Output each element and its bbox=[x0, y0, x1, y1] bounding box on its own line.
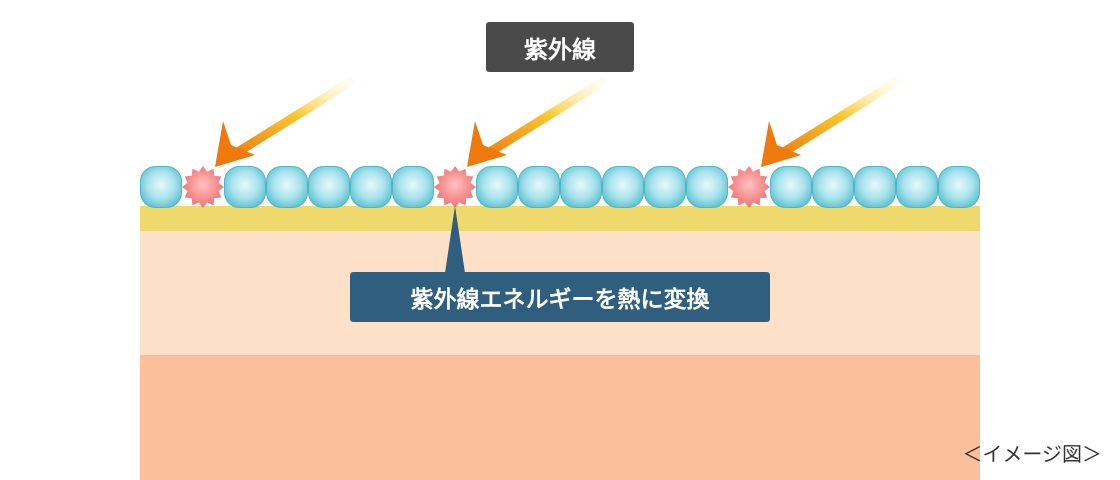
damaged-cell bbox=[182, 166, 224, 208]
skin-cell bbox=[266, 166, 308, 208]
skin-cell bbox=[938, 166, 980, 208]
skin-cell bbox=[686, 166, 728, 208]
skin-cell bbox=[350, 166, 392, 208]
skin-cell bbox=[140, 166, 182, 208]
uv-arrow bbox=[761, 77, 901, 167]
conversion-label: 紫外線エネルギーを熱に変換 bbox=[350, 272, 770, 322]
skin-cell bbox=[308, 166, 350, 208]
skin-dermis-layer bbox=[140, 355, 980, 480]
callout-pointer bbox=[445, 206, 465, 273]
skin-cell bbox=[602, 166, 644, 208]
skin-cell bbox=[476, 166, 518, 208]
uv-arrow bbox=[215, 77, 355, 167]
skin-cell bbox=[392, 166, 434, 208]
skin-cell bbox=[770, 166, 812, 208]
skin-surface-layer bbox=[140, 206, 980, 231]
skin-cell bbox=[644, 166, 686, 208]
skin-cell bbox=[560, 166, 602, 208]
skin-cell bbox=[812, 166, 854, 208]
damaged-cell bbox=[728, 166, 770, 208]
skin-cell bbox=[896, 166, 938, 208]
uv-arrow bbox=[467, 77, 607, 167]
skin-cell bbox=[518, 166, 560, 208]
damaged-cell bbox=[434, 166, 476, 208]
skin-cell bbox=[854, 166, 896, 208]
image-caption: ＜イメージ図＞ bbox=[962, 442, 1102, 466]
skin-cell bbox=[224, 166, 266, 208]
uv-label: 紫外線 bbox=[486, 22, 634, 72]
